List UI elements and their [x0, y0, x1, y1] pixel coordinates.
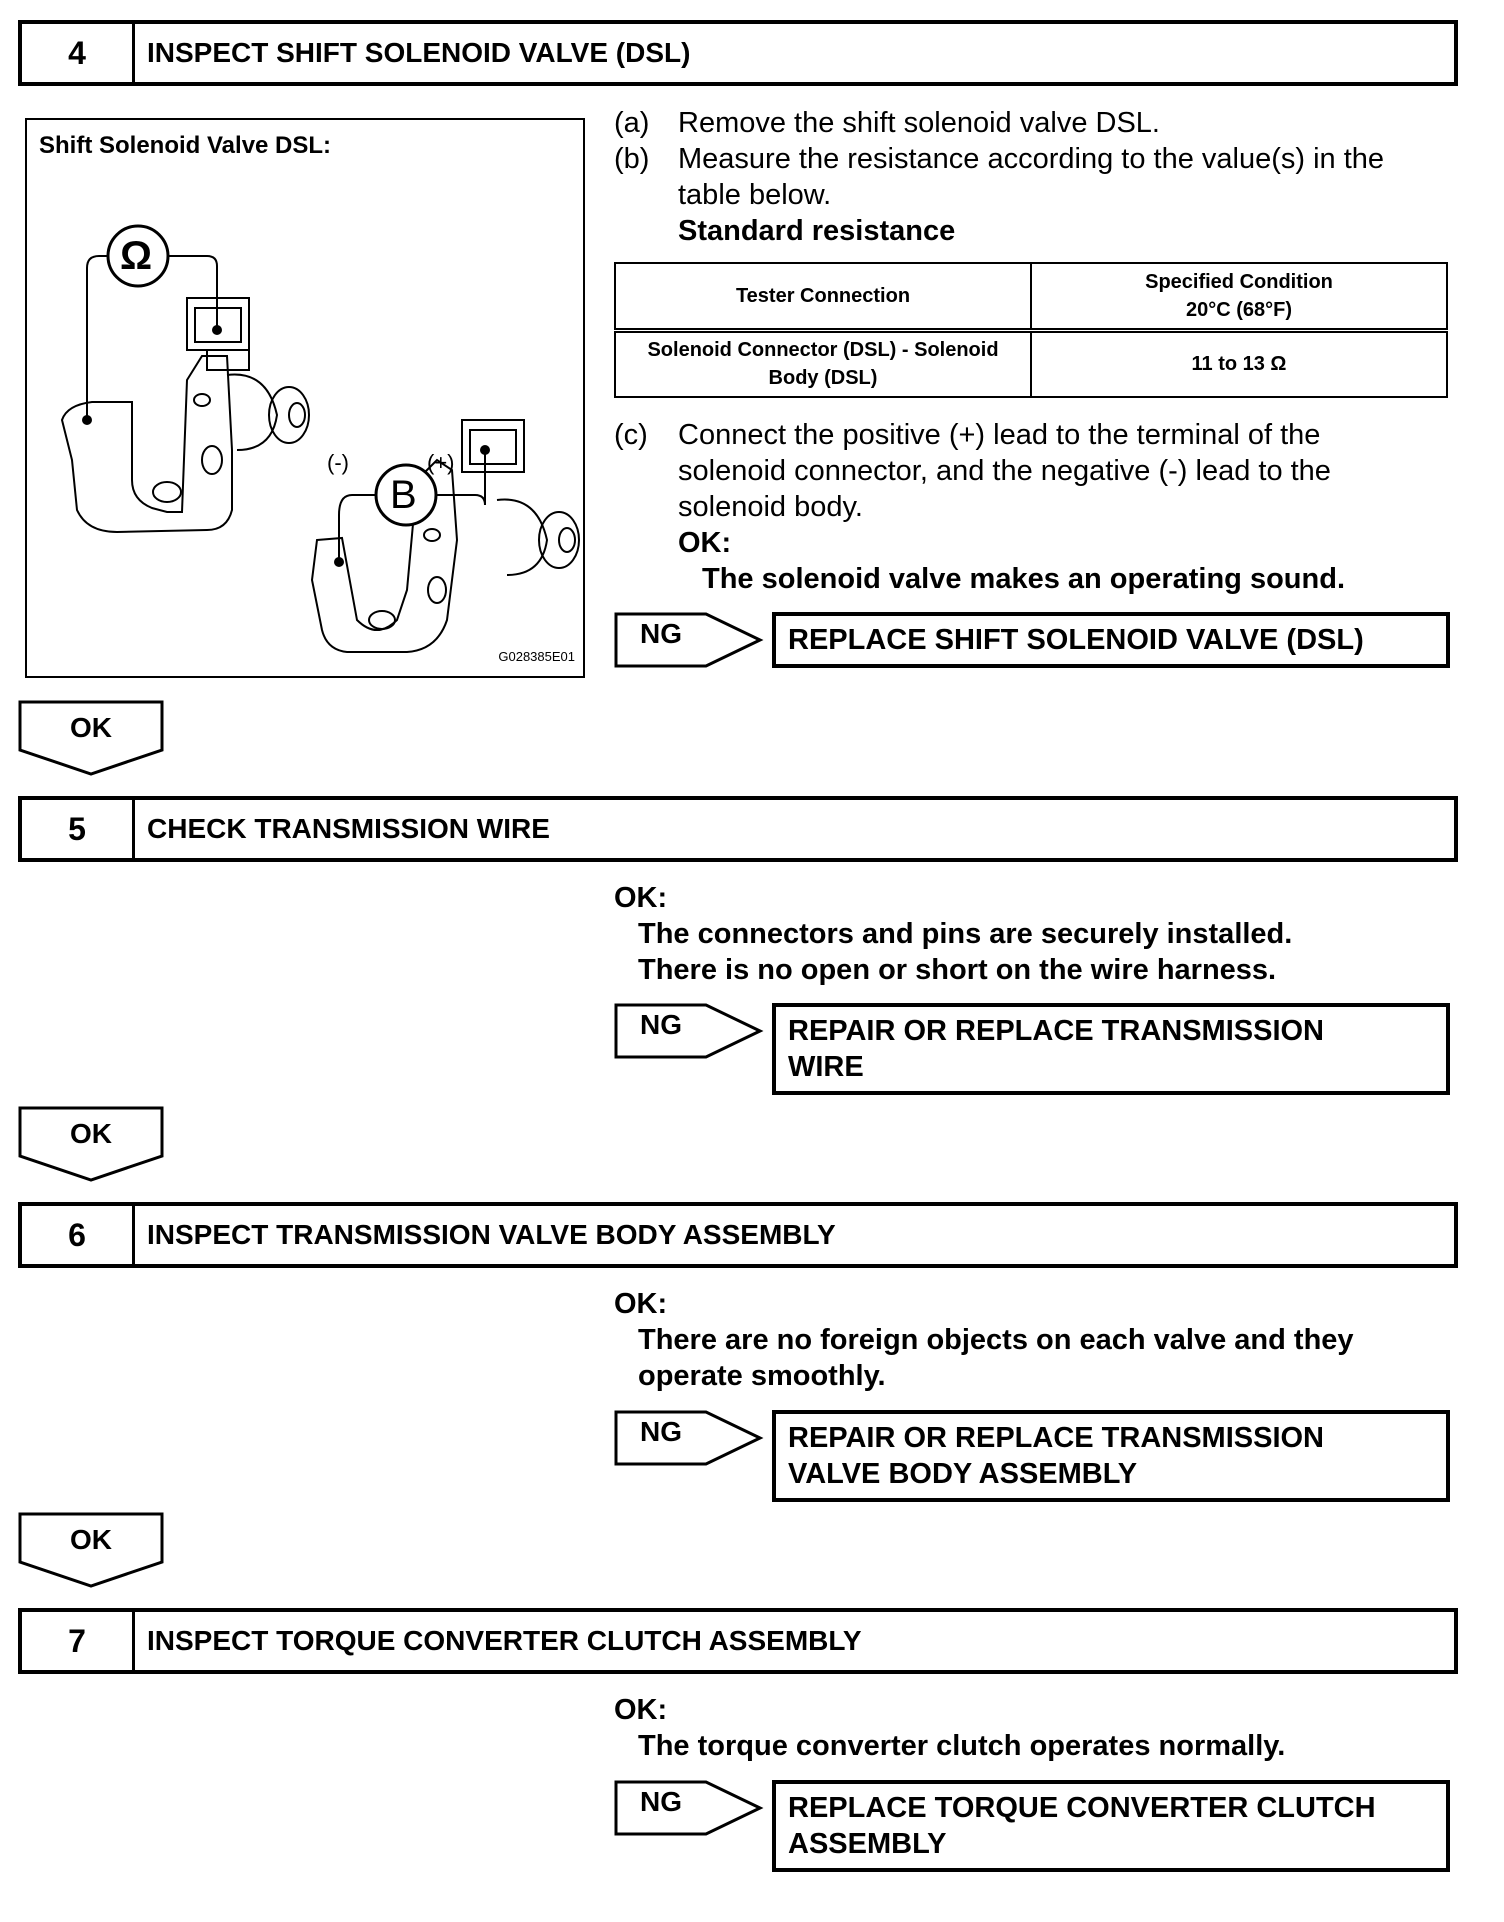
ng-arrow-box — [614, 1780, 764, 1836]
ng-label: NG — [640, 1009, 682, 1040]
ok-text: There are no foreign objects on each val… — [638, 1324, 1354, 1356]
step-title: INSPECT SHIFT SOLENOID VALVE (DSL) — [147, 37, 691, 68]
ok-text: The solenoid valve makes an operating so… — [702, 563, 1345, 595]
figure-title: Shift Solenoid Valve DSL: — [39, 132, 332, 159]
ok-arrow-label: OK — [70, 712, 112, 743]
item-c-text-3: solenoid body. — [678, 491, 863, 523]
ok-arrow-3: OK — [18, 1512, 166, 1588]
item-a-text: Remove the shift solenoid valve DSL. — [678, 107, 1160, 139]
ok-text: The torque converter clutch operates nor… — [638, 1730, 1286, 1762]
step-number: 4 — [22, 24, 135, 82]
negative-label: (-) — [327, 450, 349, 475]
ok-arrow-shape — [18, 1106, 164, 1182]
ng-label: NG — [640, 1786, 682, 1817]
step-7-header: 7 INSPECT TORQUE CONVERTER CLUTCH ASSEMB… — [18, 1608, 1458, 1674]
ng-label: NG — [640, 618, 682, 649]
item-c-text: Connect the positive (+) lead to the ter… — [678, 419, 1321, 451]
solenoid-illustration — [60, 224, 580, 653]
item-b-label: (b) — [614, 143, 650, 175]
item-c-label: (c) — [614, 419, 648, 451]
ok-arrow-1: OK — [18, 700, 166, 776]
step-title: CHECK TRANSMISSION WIRE — [147, 813, 550, 844]
ng-result-box: REPLACE SHIFT SOLENOID VALVE (DSL) — [772, 612, 1450, 668]
solenoid-figure: Shift Solenoid Valve DSL: — [25, 118, 585, 678]
ok-label: OK: — [614, 1288, 668, 1320]
ok-arrow-label: OK — [70, 1524, 112, 1555]
item-b-text: Measure the resistance according to the … — [678, 143, 1385, 175]
item-a-label: (a) — [614, 107, 650, 139]
figure-code: G028385E01 — [498, 649, 575, 664]
ok-arrow-label: OK — [70, 1118, 112, 1149]
step-number: 5 — [22, 800, 135, 858]
ok-arrow-shape — [18, 700, 164, 776]
step-5-header: 5 CHECK TRANSMISSION WIRE — [18, 796, 1458, 862]
standard-resistance-title: Standard resistance — [678, 215, 956, 247]
step-number: 7 — [22, 1612, 135, 1670]
item-b-text-2: table below. — [678, 179, 832, 211]
ok-label: OK: — [614, 882, 668, 914]
ng-branch-step-4: NG REPLACE SHIFT SOLENOID VALVE (DSL) — [614, 612, 1454, 676]
ok-arrow-2: OK — [18, 1106, 166, 1182]
cell-specified-condition: 11 to 13 Ω — [1030, 329, 1448, 398]
step-title: INSPECT TORQUE CONVERTER CLUTCH ASSEMBLY — [147, 1625, 862, 1656]
header-tester-connection: Tester Connection — [614, 262, 1032, 333]
ok-arrow-shape — [18, 1512, 164, 1588]
step-number: 6 — [22, 1206, 135, 1264]
ok-label: OK: — [614, 1694, 668, 1726]
ng-label: NG — [640, 1416, 682, 1447]
step-title: INSPECT TRANSMISSION VALVE BODY ASSEMBLY — [147, 1219, 836, 1250]
ok-text-2: operate smoothly. — [638, 1360, 886, 1392]
battery-symbol: B — [390, 473, 417, 517]
ok-text-2: There is no open or short on the wire ha… — [638, 954, 1277, 986]
ohm-symbol: Ω — [120, 234, 153, 278]
ng-arrow-box — [614, 1003, 764, 1059]
step-4-header: 4 INSPECT SHIFT SOLENOID VALVE (DSL) — [18, 20, 1458, 86]
ng-arrow-box — [614, 612, 764, 668]
ng-arrow-box — [614, 1410, 764, 1466]
step-6-header: 6 INSPECT TRANSMISSION VALVE BODY ASSEMB… — [18, 1202, 1458, 1268]
item-c-text-2: solenoid connector, and the negative (-)… — [678, 455, 1331, 487]
ok-label: OK: — [678, 527, 732, 559]
positive-label: (+) — [427, 450, 455, 475]
ok-text: The connectors and pins are securely ins… — [638, 918, 1293, 950]
